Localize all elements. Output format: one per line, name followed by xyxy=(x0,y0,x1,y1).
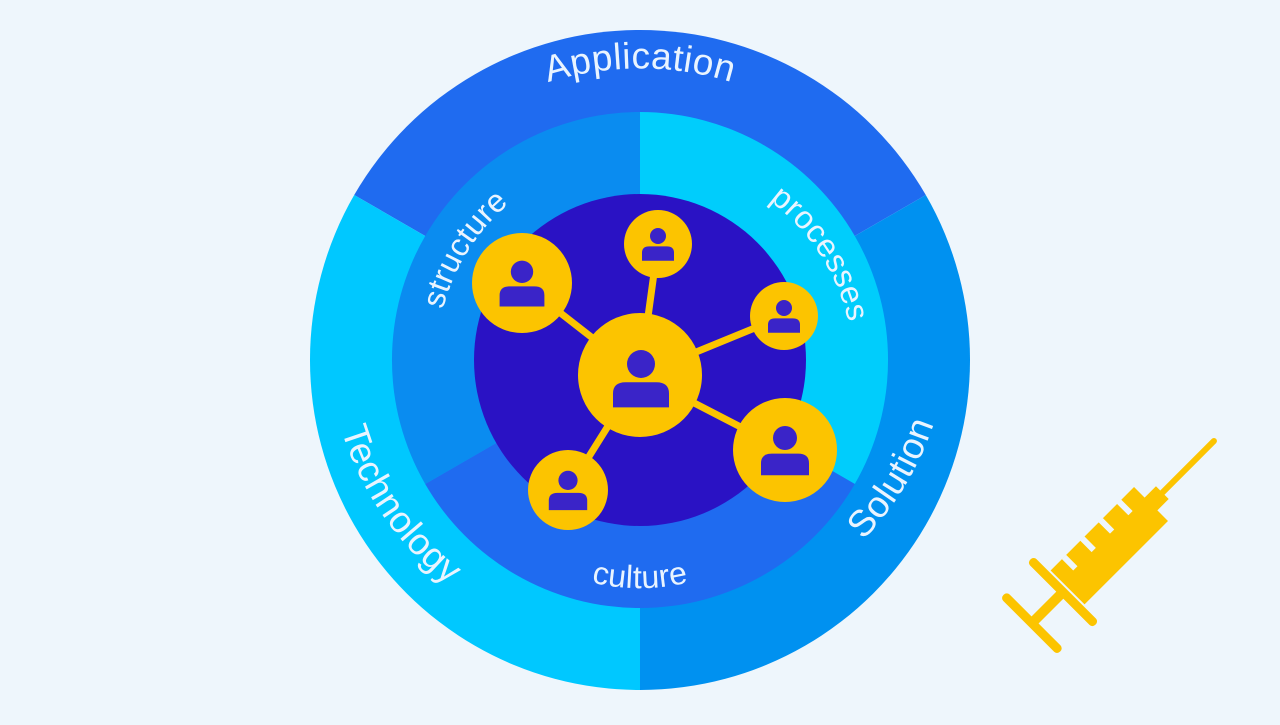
people-network xyxy=(472,210,837,530)
hub-node xyxy=(578,313,702,437)
syringe-needle xyxy=(1158,438,1217,497)
syringe-icon xyxy=(1002,438,1217,653)
node-lower-right xyxy=(733,398,837,502)
syringe-barrel xyxy=(1050,487,1168,605)
node-top xyxy=(624,210,692,278)
node-upper-left xyxy=(472,233,572,333)
label-culture: culture xyxy=(590,554,690,595)
node-lower-left xyxy=(528,450,608,530)
syringe-plunger xyxy=(1030,590,1065,625)
syringe-flange xyxy=(1028,557,1098,627)
syringe-thumb-rest xyxy=(1002,593,1062,653)
node-right xyxy=(750,282,818,350)
